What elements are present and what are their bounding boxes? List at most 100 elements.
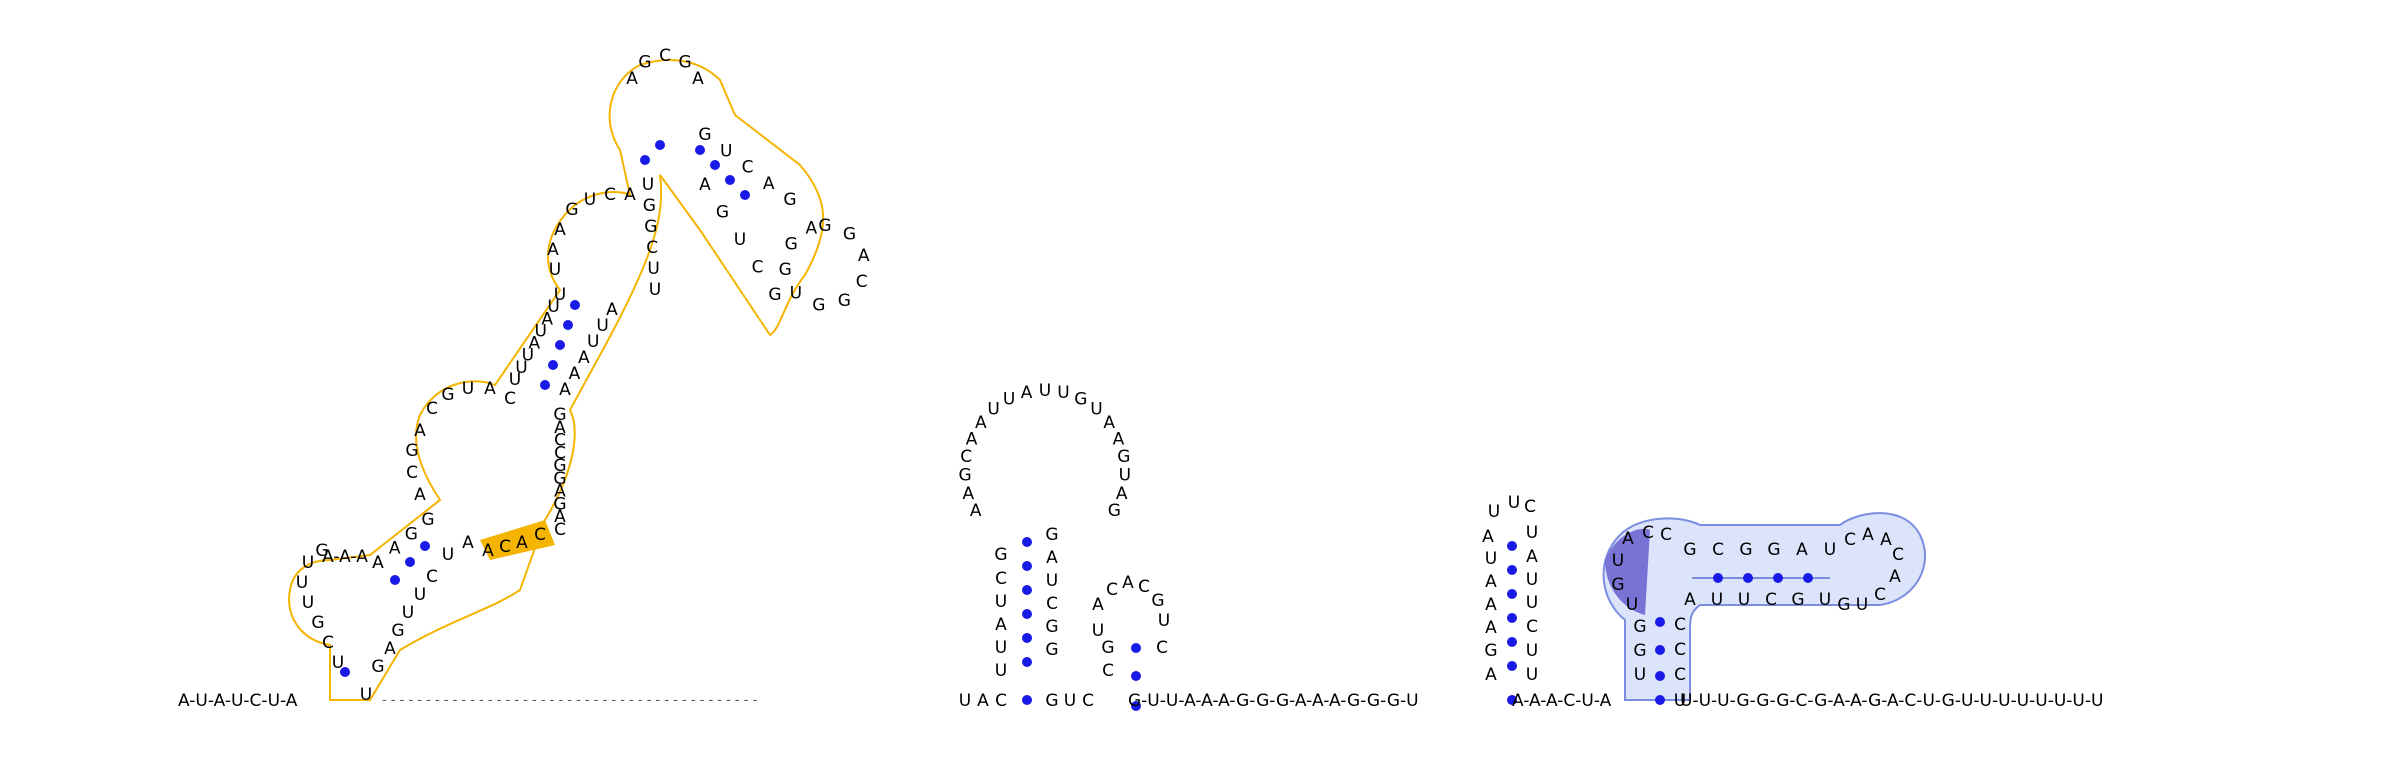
hairpin4-pair-dot <box>1507 589 1517 599</box>
hairpin2-base: U <box>1064 691 1076 711</box>
hairpin2-base: U <box>1039 381 1051 401</box>
hairpin1-pair-dot <box>570 300 580 310</box>
hairpin2-base: C <box>1082 691 1094 711</box>
hairpin1-base: C <box>426 567 438 587</box>
hairpin5-base: A <box>1880 530 1892 550</box>
hairpin2-base: A <box>1021 383 1033 403</box>
hairpin4-base: U <box>1485 549 1497 569</box>
hairpin1-base: A <box>372 553 384 573</box>
hairpin1-base: G <box>768 285 781 305</box>
linker-sequence: G-U-U-A-A-A-G-G-G-A-A-A-G-G-G-U <box>1128 691 1419 711</box>
hairpin1-base: A <box>606 300 618 320</box>
hairpin1-base: C <box>856 272 868 292</box>
hairpin2-base: A <box>966 429 978 449</box>
hairpin2-base: U <box>959 691 971 711</box>
hairpin3-base: G <box>1151 591 1164 611</box>
hairpin3-pair-dot <box>1131 671 1141 681</box>
hairpin1-base: A <box>414 421 426 441</box>
hairpin5-base: A <box>1796 540 1808 560</box>
hairpin1-base: U <box>720 141 732 161</box>
hairpin2-base: A <box>977 691 989 711</box>
hairpin1-base: G <box>812 296 825 316</box>
hairpin1-base: G <box>838 291 851 311</box>
hairpin1-base: A <box>569 364 581 384</box>
hairpin3-pair-dot <box>1131 701 1141 711</box>
hairpin2-base: G <box>1117 447 1130 467</box>
hairpin1-base: G <box>783 190 796 210</box>
hairpin1-base: G <box>405 441 418 461</box>
hairpin1-base: G <box>553 405 566 425</box>
hairpin4-pair-dot <box>1507 637 1517 647</box>
hairpin1-base: A <box>554 220 566 240</box>
hairpin1-base: U <box>462 379 474 399</box>
hairpin4-base: A <box>1485 665 1497 685</box>
hairpin2-base: A <box>970 501 982 521</box>
hairpin4-base: C <box>1524 497 1536 517</box>
hairpin2-base: G <box>959 466 972 486</box>
hairpin1-base: A <box>624 185 636 205</box>
hairpin2-base: C <box>995 569 1007 589</box>
hairpin5-base: G <box>1739 540 1752 560</box>
hairpin2-base: U <box>1119 466 1131 486</box>
hairpin3-base: U <box>1092 621 1104 641</box>
highlight-layer <box>288 59 1926 701</box>
hairpin1-base: U <box>547 297 559 317</box>
hairpin3-base: G <box>1101 638 1114 658</box>
hairpin5-base: A <box>1684 590 1696 610</box>
hairpin1-base: U <box>649 280 661 300</box>
hairpin2-base: U <box>1003 390 1015 410</box>
hairpin1-base: A <box>384 639 396 659</box>
hairpin2-pair-dot <box>1022 561 1032 571</box>
hairpin5-pair-dot <box>1655 695 1665 705</box>
hairpin1-base: G <box>553 469 566 489</box>
hairpin1-pair-dot <box>725 175 735 185</box>
hairpin1-pair-dot <box>405 557 415 567</box>
hairpin1-base: C <box>659 46 671 66</box>
hairpin1-base: A <box>692 69 704 89</box>
leader-sequence: A-U-A-U-C-U-A <box>178 691 298 711</box>
hairpin5-base: U <box>1612 551 1624 571</box>
hairpin5-base: C <box>1642 523 1654 543</box>
hairpin5-pair-dot <box>1803 573 1813 583</box>
hairpin4-pair-dot <box>1507 565 1517 575</box>
trailer-sequence: U-U-U-G-G-G-C-G-A-A-G-A-C-U-G-U-U-U-U-U-… <box>1680 691 2103 711</box>
hairpin1-base: G <box>644 217 657 237</box>
hairpin5-highlight-block <box>1605 528 1650 615</box>
hairpin3-base: C <box>1156 638 1168 658</box>
hairpin1-base: G <box>638 52 651 72</box>
hairpin2-base: A <box>963 484 975 504</box>
hairpin1-pair-dot <box>655 140 665 150</box>
hairpin1-base: G <box>785 235 798 255</box>
hairpin1-base: U <box>414 585 426 605</box>
hairpin1-base: C <box>534 525 546 545</box>
hairpin2-base: A <box>1103 413 1115 433</box>
hairpin3-base: C <box>1138 577 1150 597</box>
hairpin5-pair-dot <box>1713 573 1723 583</box>
hairpin1-outline <box>288 59 825 701</box>
hairpin1-base: A <box>578 348 590 368</box>
hairpin2-base: A <box>1046 548 1058 568</box>
hairpin5-base: A <box>1862 525 1874 545</box>
hairpin1-base: A <box>626 69 638 89</box>
hairpin1-base: A <box>554 507 566 527</box>
hairpin3-pair-dot <box>1131 643 1141 653</box>
hairpin3-base: A <box>1092 595 1104 615</box>
hairpin4-base: U <box>1526 665 1538 685</box>
hairpin1-pair-dot <box>563 320 573 330</box>
hairpin1-pair-dot <box>740 190 750 200</box>
hairpin1-base: U <box>554 285 566 305</box>
hairpin1-pair-dot <box>640 155 650 165</box>
hairpin2-base: G <box>1045 617 1058 637</box>
hairpin5-base: C <box>1765 590 1777 610</box>
hairpin5-base: G <box>1791 590 1804 610</box>
hairpin1-left-base: U <box>302 553 314 573</box>
hairpin1-base: U <box>534 321 546 341</box>
base-pair-layer <box>340 140 1813 711</box>
hairpin5-outline <box>1602 512 1926 701</box>
hairpin1-base: G <box>441 385 454 405</box>
hairpin1-base: A <box>559 380 571 400</box>
hairpin1-base: G <box>405 524 418 544</box>
hairpin1-base: A <box>699 175 711 195</box>
hairpin5-base: U <box>1674 691 1686 711</box>
hairpin1-base: C <box>752 258 764 278</box>
